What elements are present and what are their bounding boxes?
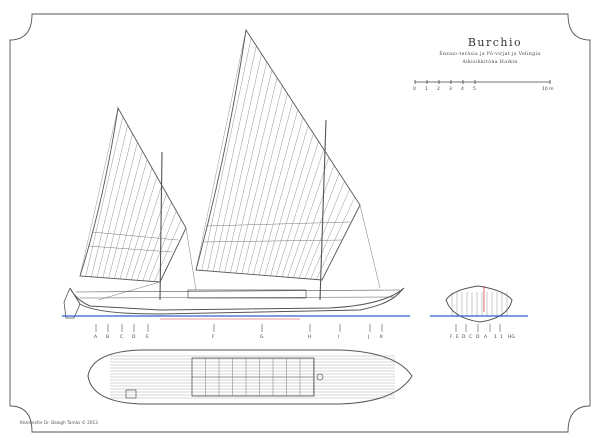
scale-bar [414, 80, 551, 84]
rudder [63, 287, 81, 319]
scale-label-2: 2 [437, 86, 440, 92]
aft-hatch [125, 389, 137, 399]
scale-label-0: 0 [413, 86, 416, 92]
scale-label-1: 1 [425, 86, 428, 92]
cargo-hatch [187, 289, 307, 299]
mizzen-sail [79, 107, 187, 283]
scale-label-10m: 10 m [542, 86, 554, 92]
station-label-d: D [132, 335, 136, 340]
section-label-f: F [450, 335, 453, 340]
section-label-d2: D [476, 335, 480, 340]
drawing-credit: Kézekesfor Dr. Balogh Tamás © 2013 [20, 420, 98, 425]
station-label-k: K [380, 335, 383, 340]
drawing-title: Burchio [467, 36, 523, 49]
deck-outline [87, 349, 413, 405]
main-sail [195, 29, 361, 281]
main-mast [319, 119, 327, 301]
station-label-h: H [308, 335, 312, 340]
section-label-d: D [462, 335, 466, 340]
station-label-a: A [94, 335, 98, 340]
drawing-subtitle-line2: Aikisihkitöna Haikin [462, 60, 518, 65]
section-label-1b: 1 [500, 335, 503, 340]
station-label-e: E [146, 335, 149, 340]
station-label-c: C [120, 335, 124, 340]
scale-label-5: 5 [473, 86, 476, 92]
station-label-i: I [338, 335, 340, 340]
scale-label-3: 3 [449, 86, 452, 92]
main-sail-outline [195, 28, 361, 281]
section-label-hg: HG [508, 335, 515, 340]
deck-plan [87, 349, 413, 405]
station-ticks [95, 324, 383, 332]
mizzen-mast [159, 151, 163, 301]
section-outline [445, 285, 513, 323]
cross-section [430, 285, 528, 332]
section-label-a: A [484, 335, 488, 340]
sheet-border [9, 13, 591, 433]
hull-profile [69, 287, 405, 315]
station-label-g: G [260, 335, 264, 340]
scale-label-4: 4 [461, 86, 464, 92]
mast-step [316, 373, 324, 381]
section-label-1a: 1 [494, 335, 497, 340]
drawing-subtitle-line1: Énzaio-teräsia ja Pô-virjat ja Velingiu [439, 52, 541, 57]
side-elevation [62, 28, 410, 332]
section-label-c: C [469, 335, 473, 340]
station-label-f: F [212, 335, 215, 340]
section-label-e: E [456, 335, 459, 340]
station-label-j: J [368, 335, 370, 340]
station-label-b: B [106, 335, 110, 340]
mizzen-sail-outline [79, 106, 187, 283]
